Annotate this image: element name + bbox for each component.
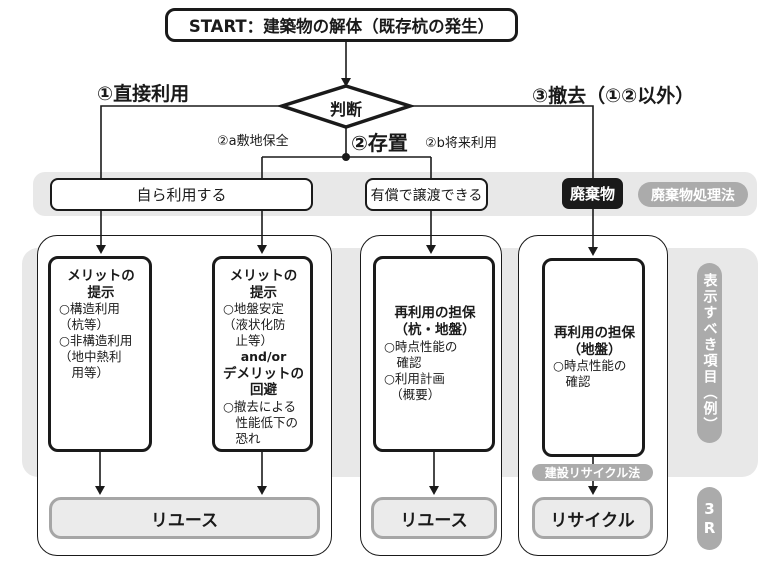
item-box-body: ○時点性能の 確認 ○利用計画 （概要）	[384, 338, 458, 402]
arrowhead-decision	[341, 78, 351, 87]
branch-label-site-preservation: ②a敷地保全	[217, 134, 289, 149]
branch-label-direct-use: ①直接利用	[97, 83, 190, 105]
own-use-node: 自ら利用する	[50, 178, 313, 211]
item-box-future-use: 再利用の担保 （杭・地盤） ○時点性能の 確認 ○利用計画 （概要）	[373, 256, 495, 452]
branch-label-future-use: ②b将来利用	[425, 136, 497, 151]
item-box-body: ○時点性能の 確認	[553, 358, 627, 390]
branch-label-removal: ③撤去（①②以外）	[532, 85, 695, 107]
result-box-recycle: リサイクル	[532, 497, 653, 539]
start-node: START：建築物の解体（既存杭の発生）	[165, 8, 518, 42]
item-box-body: ○地盤安定 （液状化防 止等）	[223, 301, 286, 349]
item-box-direct-use: メリットの 提示 ○構造利用 （杭等） ○非構造利用 （地中熱利 用等）	[48, 256, 152, 452]
item-box-title: メリットの 提示	[67, 268, 135, 301]
decision-label: 判断	[329, 100, 362, 119]
item-box-subtitle: デメリットの 回避	[223, 365, 304, 399]
result-box-reuse-1: リユース	[49, 497, 320, 539]
item-box-body2: ○撤去による 性能低下の 恐れ	[223, 399, 299, 447]
item-box-title: メリットの 提示	[229, 268, 298, 301]
construction-recycle-law-badge: 建設リサイクル法	[532, 464, 653, 481]
display-items-pill: 表示すべき項目（例）	[697, 263, 722, 443]
junction-dot	[342, 153, 350, 161]
waste-node: 廃棄物	[562, 178, 623, 209]
item-box-connector: and/or	[240, 349, 287, 365]
item-box-title: 再利用の担保 （杭・地盤）	[394, 305, 476, 338]
paid-transfer-node: 有償で譲渡できる	[365, 178, 488, 211]
waste-disposal-law-badge: 廃棄物処理法	[638, 182, 748, 207]
item-box-removal: 再利用の担保 （地盤） ○時点性能の 確認	[542, 258, 645, 457]
three-r-pill: 3R	[697, 487, 722, 550]
result-box-reuse-2: リユース	[371, 497, 497, 539]
item-box-body: ○構造利用 （杭等） ○非構造利用 （地中熱利 用等）	[59, 301, 133, 381]
branch-label-preserve: ②存置	[351, 131, 408, 155]
item-box-title: 再利用の担保 （地盤）	[554, 324, 635, 358]
item-box-site-preservation: メリットの 提示 ○地盤安定 （液状化防 止等） and/or デメリットの 回…	[212, 256, 313, 452]
